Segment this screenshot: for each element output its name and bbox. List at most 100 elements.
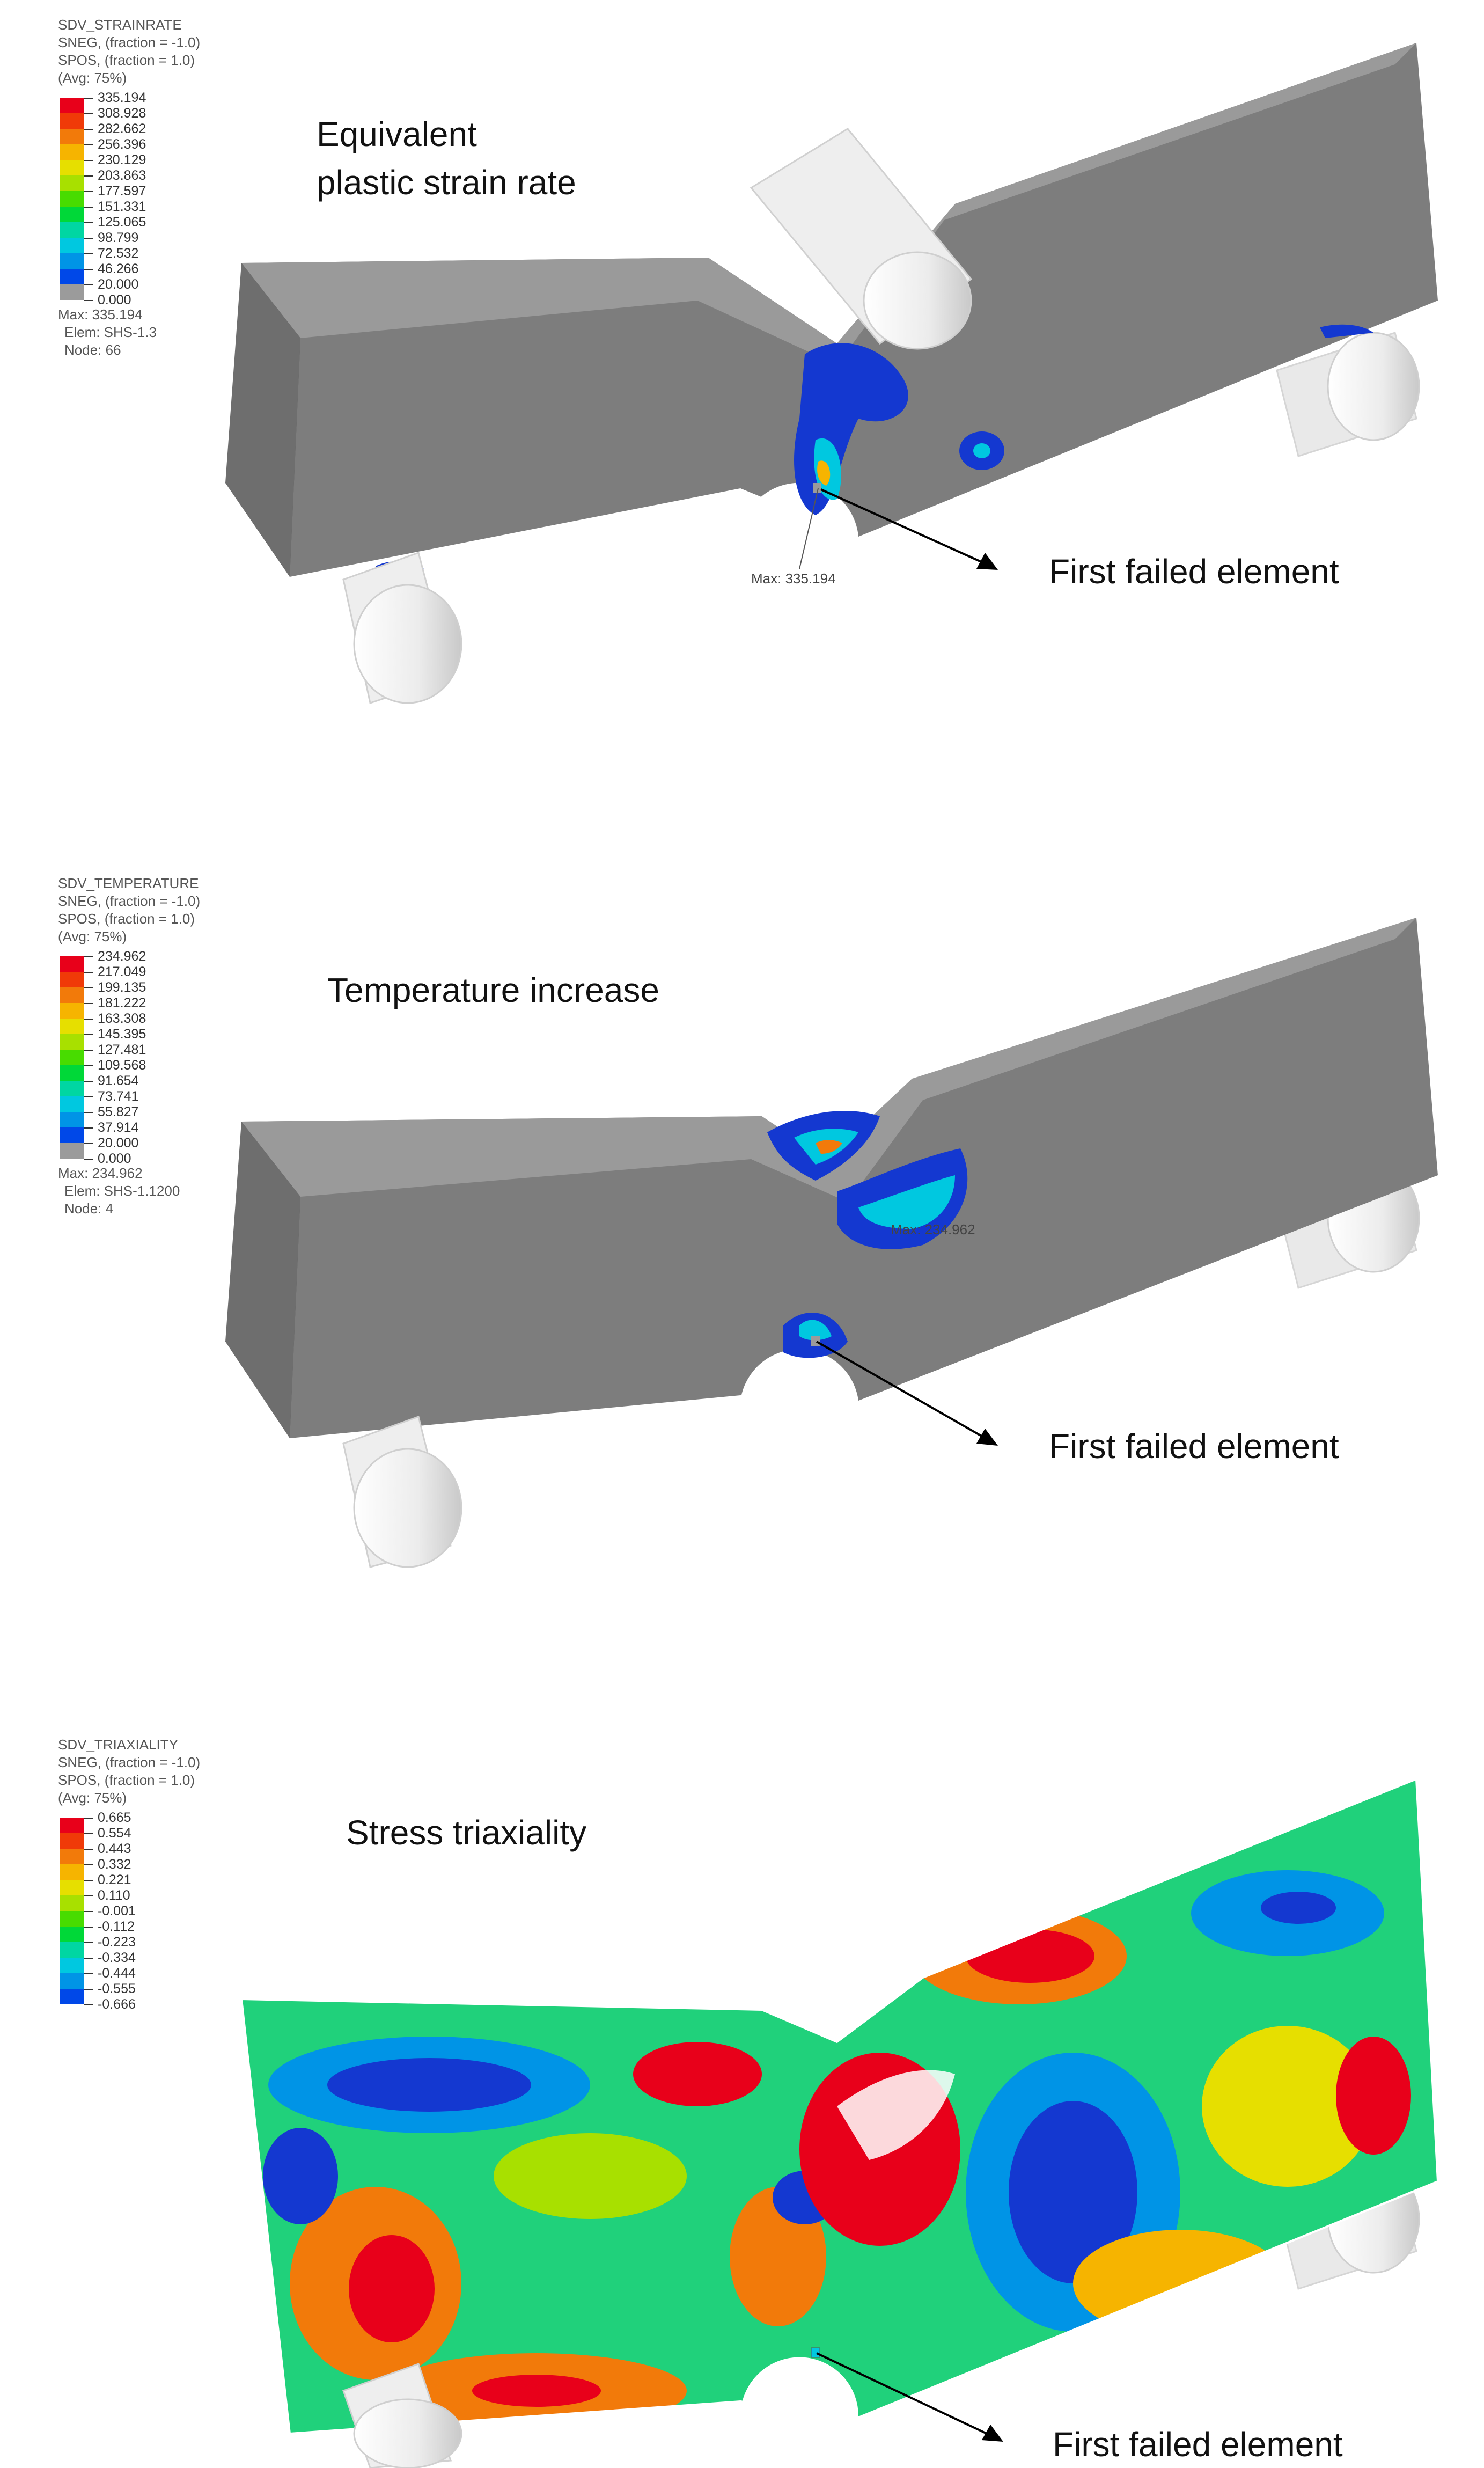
legend-swatch: [60, 238, 84, 253]
legend-tick-mark: [84, 1818, 93, 1819]
legend-swatch: [60, 972, 84, 987]
panel-title-line1: Equivalent: [317, 115, 477, 153]
legend-tick-label: 0.665: [98, 1810, 131, 1825]
legend-tick-label: 0.332: [98, 1857, 131, 1872]
legend-tick-label: 0.221: [98, 1872, 131, 1887]
support-roller-left: [342, 2363, 462, 2468]
legend-tick-mark: [84, 1003, 93, 1004]
legend-node: Node: 4: [64, 1200, 114, 1217]
legend-tick-label: 91.654: [98, 1073, 139, 1088]
legend-tick-mark: [84, 1911, 93, 1912]
failed-element-marker: [811, 1336, 820, 1346]
legend-swatch: [60, 987, 84, 1003]
legend-tick-label: 73.741: [98, 1089, 139, 1104]
legend-tick-label: 234.962: [98, 949, 146, 964]
legend-tick-label: 177.597: [98, 184, 146, 199]
legend-tick-label: 151.331: [98, 199, 146, 214]
legend-tick-label: 37.914: [98, 1120, 139, 1135]
legend-tick-mark: [84, 1065, 93, 1066]
legend-tick-label: 0.000: [98, 1151, 131, 1166]
temperature-model-view: Max: 234.962: [225, 918, 1438, 1568]
legend-tick-mark: [84, 175, 93, 177]
max-value-tag: Max: 335.194: [751, 570, 836, 587]
legend-tick-mark: [84, 1081, 93, 1082]
legend-max: Max: 335.194: [58, 306, 143, 323]
legend-swatch: [60, 1081, 84, 1096]
legend-tick-label: -0.555: [98, 1981, 136, 1996]
legend-tick-mark: [84, 222, 93, 223]
arrow-head-icon: [976, 1429, 998, 1446]
legend-tick-mark: [84, 1958, 93, 1959]
strainrate-panel: Max: 335.194 SDV_STRAINRATE SNEG, (fract…: [0, 0, 1484, 762]
legend-tick-label: 308.928: [98, 106, 146, 121]
legend-tick-mark: [84, 2004, 93, 2005]
legend-tick-mark: [84, 1973, 93, 1974]
legend-swatch: [60, 1096, 84, 1112]
legend-swatch: [60, 956, 84, 972]
panel-title: Stress triaxiality: [346, 1813, 587, 1852]
legend-sneg: SNEG, (fraction = -1.0): [58, 1754, 201, 1770]
legend-swatch: [60, 1927, 84, 1942]
legend-swatch: [60, 1989, 84, 2004]
legend-swatch: [60, 1127, 84, 1143]
legend-tick-mark: [84, 1127, 93, 1129]
triaxiality-legend: SDV_TRIAXIALITY SNEG, (fraction = -1.0) …: [58, 1736, 230, 2011]
legend-tick-label: 127.481: [98, 1042, 146, 1057]
legend-tick-mark: [84, 1034, 93, 1035]
legend-tick-label: -0.001: [98, 1903, 136, 1918]
failed-element-arrow: [820, 488, 988, 566]
legend-tick-mark: [84, 987, 93, 988]
legend-tick-label: -0.223: [98, 1935, 136, 1950]
legend-tick-mark: [84, 1159, 93, 1160]
failed-element-marker: [813, 483, 821, 493]
legend-tick-label: -0.334: [98, 1950, 136, 1965]
legend-tick-label: 217.049: [98, 964, 146, 979]
beam-outline: [240, 1777, 1439, 2435]
legend-swatch: [60, 1112, 84, 1127]
legend-swatch: [60, 1050, 84, 1065]
legend-tick-label: 20.000: [98, 1136, 139, 1151]
legend-tick-label: 0.000: [98, 292, 131, 307]
legend-swatch: [60, 160, 84, 175]
legend-tick-label: 230.129: [98, 152, 146, 167]
legend-tick-mark: [84, 129, 93, 130]
arrow-head-icon: [982, 2425, 1003, 2442]
legend-tick-label: 0.554: [98, 1826, 131, 1841]
legend-tick-label: 72.532: [98, 246, 139, 261]
legend-tick-label: 0.443: [98, 1841, 131, 1856]
legend-avg: (Avg: 75%): [58, 1790, 127, 1806]
legend-tick-label: 55.827: [98, 1104, 139, 1119]
legend-swatch: [60, 191, 84, 207]
failed-element-label: First failed element: [1049, 1427, 1339, 1466]
legend-tick-mark: [84, 1096, 93, 1097]
legend-tick-label: 98.799: [98, 230, 139, 245]
legend-tick-mark: [84, 113, 93, 114]
legend-tick-mark: [84, 1880, 93, 1881]
max-leader-line: [799, 488, 819, 569]
legend-tick-mark: [84, 191, 93, 192]
legend-tick-mark: [84, 284, 93, 285]
arrow-head-icon: [976, 553, 998, 570]
legend-tick-mark: [84, 238, 93, 239]
panel-title-line2: plastic strain rate: [317, 163, 576, 202]
legend-swatch: [60, 253, 84, 269]
triaxiality-model-view: [240, 1777, 1439, 2468]
legend-tick-mark: [84, 1895, 93, 1896]
legend-tick-label: 282.662: [98, 121, 146, 136]
legend-sneg: SNEG, (fraction = -1.0): [58, 893, 201, 909]
legend-tick-label: 20.000: [98, 277, 139, 292]
legend-swatch: [60, 1958, 84, 1973]
legend-swatch: [60, 222, 84, 238]
legend-swatch: [60, 1849, 84, 1864]
legend-tick-label: 203.863: [98, 168, 146, 183]
failed-element-arrow: [816, 2352, 993, 2437]
failed-element-marker: [811, 2347, 820, 2358]
legend-tick-label: 163.308: [98, 1011, 146, 1026]
legend-tick-label: 46.266: [98, 261, 139, 276]
legend-swatch: [60, 144, 84, 160]
legend-avg: (Avg: 75%): [58, 928, 127, 944]
legend-tick-label: -0.112: [98, 1919, 135, 1934]
temperature-legend: SDV_TEMPERATURE SNEG, (fraction = -1.0) …: [58, 875, 230, 1166]
